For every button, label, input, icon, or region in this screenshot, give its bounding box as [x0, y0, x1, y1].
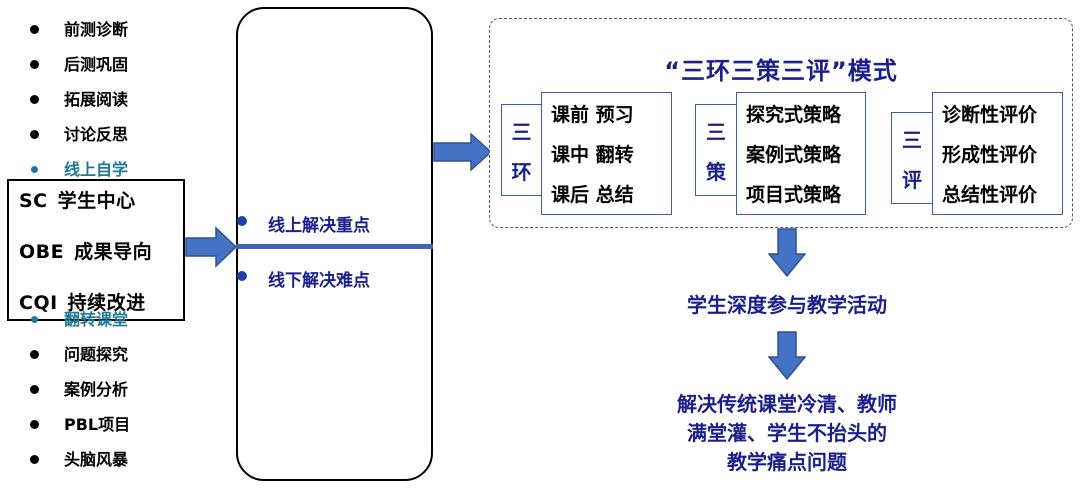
right-arrow-icon [185, 226, 237, 268]
method-item: 问题探究 [30, 345, 130, 380]
offline-method-list: 翻转课堂 问题探究 案例分析 PBL项目 头脑风暴 [30, 310, 130, 485]
group-items-ping: 诊断性评价 形成性评价 总结性评价 [932, 92, 1063, 215]
bullet-icon [237, 216, 247, 226]
online-method-list: 前测诊断 后测巩固 拓展阅读 讨论反思 线上自学 [30, 20, 128, 195]
group-items-ce: 探究式策略 案例式策略 项目式策略 [736, 92, 866, 215]
method-item: 案例分析 [30, 380, 130, 415]
group-label-ce: 三策 [695, 104, 737, 196]
outcome-pain-points: 解决传统课堂冷清、教师 满堂灌、学生不抬头的 教学痛点问题 [677, 392, 897, 474]
model-title: “三环三策三评”模式 [664, 57, 898, 85]
method-item: 头脑风暴 [30, 450, 130, 485]
divider [236, 244, 433, 249]
method-item: 前测诊断 [30, 20, 128, 55]
group-label-ping: 三评 [891, 112, 933, 204]
outcome-engagement: 学生深度参与教学活动 [687, 293, 887, 317]
method-item: 拓展阅读 [30, 90, 128, 125]
down-arrow-icon [768, 331, 806, 381]
group-label-huan: 三环 [501, 104, 542, 196]
method-item: 后测巩固 [30, 55, 128, 90]
offline-heading: 线下解决难点 [268, 271, 370, 291]
method-item-highlighted: 翻转课堂 [31, 310, 130, 345]
method-item: PBL项目 [30, 415, 130, 450]
online-heading: 线上解决重点 [268, 216, 370, 236]
method-item: 讨论反思 [30, 125, 128, 160]
right-arrow-icon [433, 132, 493, 172]
bullet-icon [237, 271, 247, 281]
method-item-highlighted: 线上自学 [31, 160, 128, 195]
down-arrow-icon [768, 228, 806, 278]
group-items-huan: 课前 预习 课中 翻转 课后 总结 [541, 92, 672, 215]
